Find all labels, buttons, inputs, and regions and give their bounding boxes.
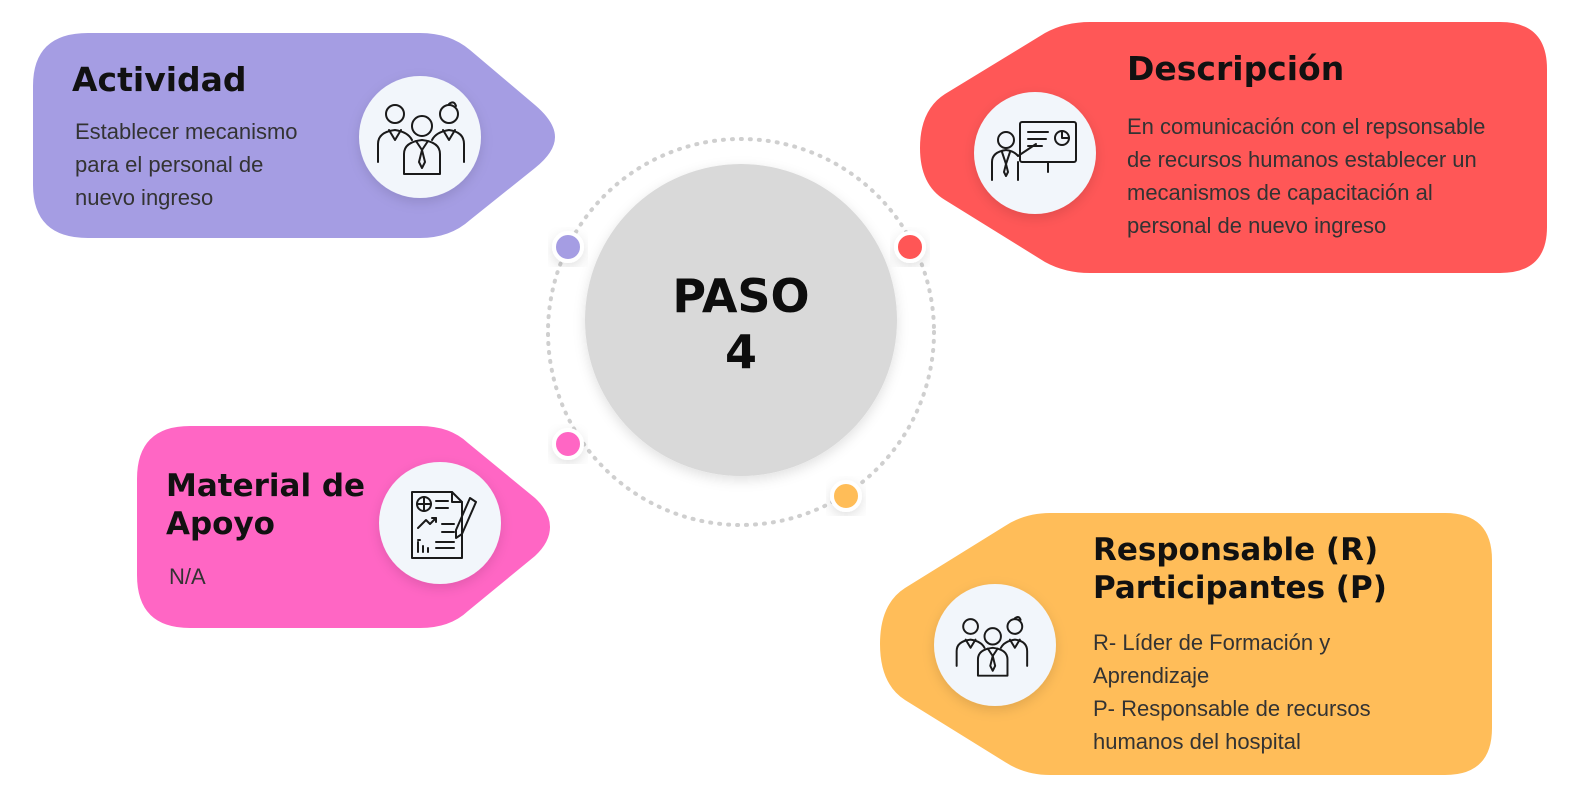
center-line-2: 4 (724, 325, 757, 379)
descripcion-line-3: mecanismos de capacitación al (1127, 180, 1433, 205)
material-text: N/A (169, 564, 206, 589)
actividad-line-2: para el personal de (75, 152, 264, 177)
report-document-icon (411, 491, 477, 559)
material-icon-circle (379, 462, 501, 584)
responsable-dot (830, 480, 862, 512)
material-title: Material de Apoyo (166, 467, 365, 543)
descripcion-line-2: de recursos humanos establecer un (1127, 147, 1477, 172)
actividad-dot (552, 231, 584, 263)
responsable-title: Responsable (R) Participantes (P) (1093, 531, 1387, 607)
actividad-title: Actividad (72, 60, 247, 99)
responsable-line-2: Aprendizaje (1093, 663, 1210, 688)
material-dot (552, 428, 584, 460)
responsable-title-line-2: Participantes (P) (1093, 570, 1387, 606)
descripcion-dot (894, 231, 926, 263)
center-circle (585, 164, 897, 476)
responsable-line-1: R- Líder de Formación y (1093, 630, 1331, 655)
descripcion-card (920, 22, 1547, 273)
descripcion-icon-circle (974, 92, 1096, 214)
dotted-ring (546, 137, 936, 527)
presentation-icon (991, 121, 1077, 181)
material-title-line-1: Material de (166, 468, 366, 504)
actividad-line-1: Establecer mecanismo (75, 119, 298, 144)
descripcion-line-4: personal de nuevo ingreso (1127, 213, 1387, 238)
team-people-icon (955, 615, 1029, 677)
center-line-1: PASO (672, 269, 810, 323)
center-step-label: PASO 4 (585, 268, 897, 380)
material-title-line-2: Apoyo (166, 506, 275, 542)
actividad-text: Establecer mecanismo para el personal de… (75, 115, 298, 214)
actividad-line-3: nuevo ingreso (75, 185, 214, 210)
descripcion-title: Descripción (1127, 49, 1345, 88)
responsable-text: R- Líder de Formación y Aprendizaje P- R… (1093, 626, 1371, 758)
responsable-line-3: P- Responsable de recursos (1093, 696, 1371, 721)
responsable-card (880, 513, 1492, 775)
team-people-icon (377, 101, 465, 175)
descripcion-line-1: En comunicación con el repsonsable (1127, 114, 1486, 139)
descripcion-text: En comunicación con el repsonsable de re… (1127, 110, 1485, 242)
responsable-title-line-1: Responsable (R) (1093, 532, 1379, 568)
responsable-line-4: humanos del hospital (1093, 729, 1301, 754)
